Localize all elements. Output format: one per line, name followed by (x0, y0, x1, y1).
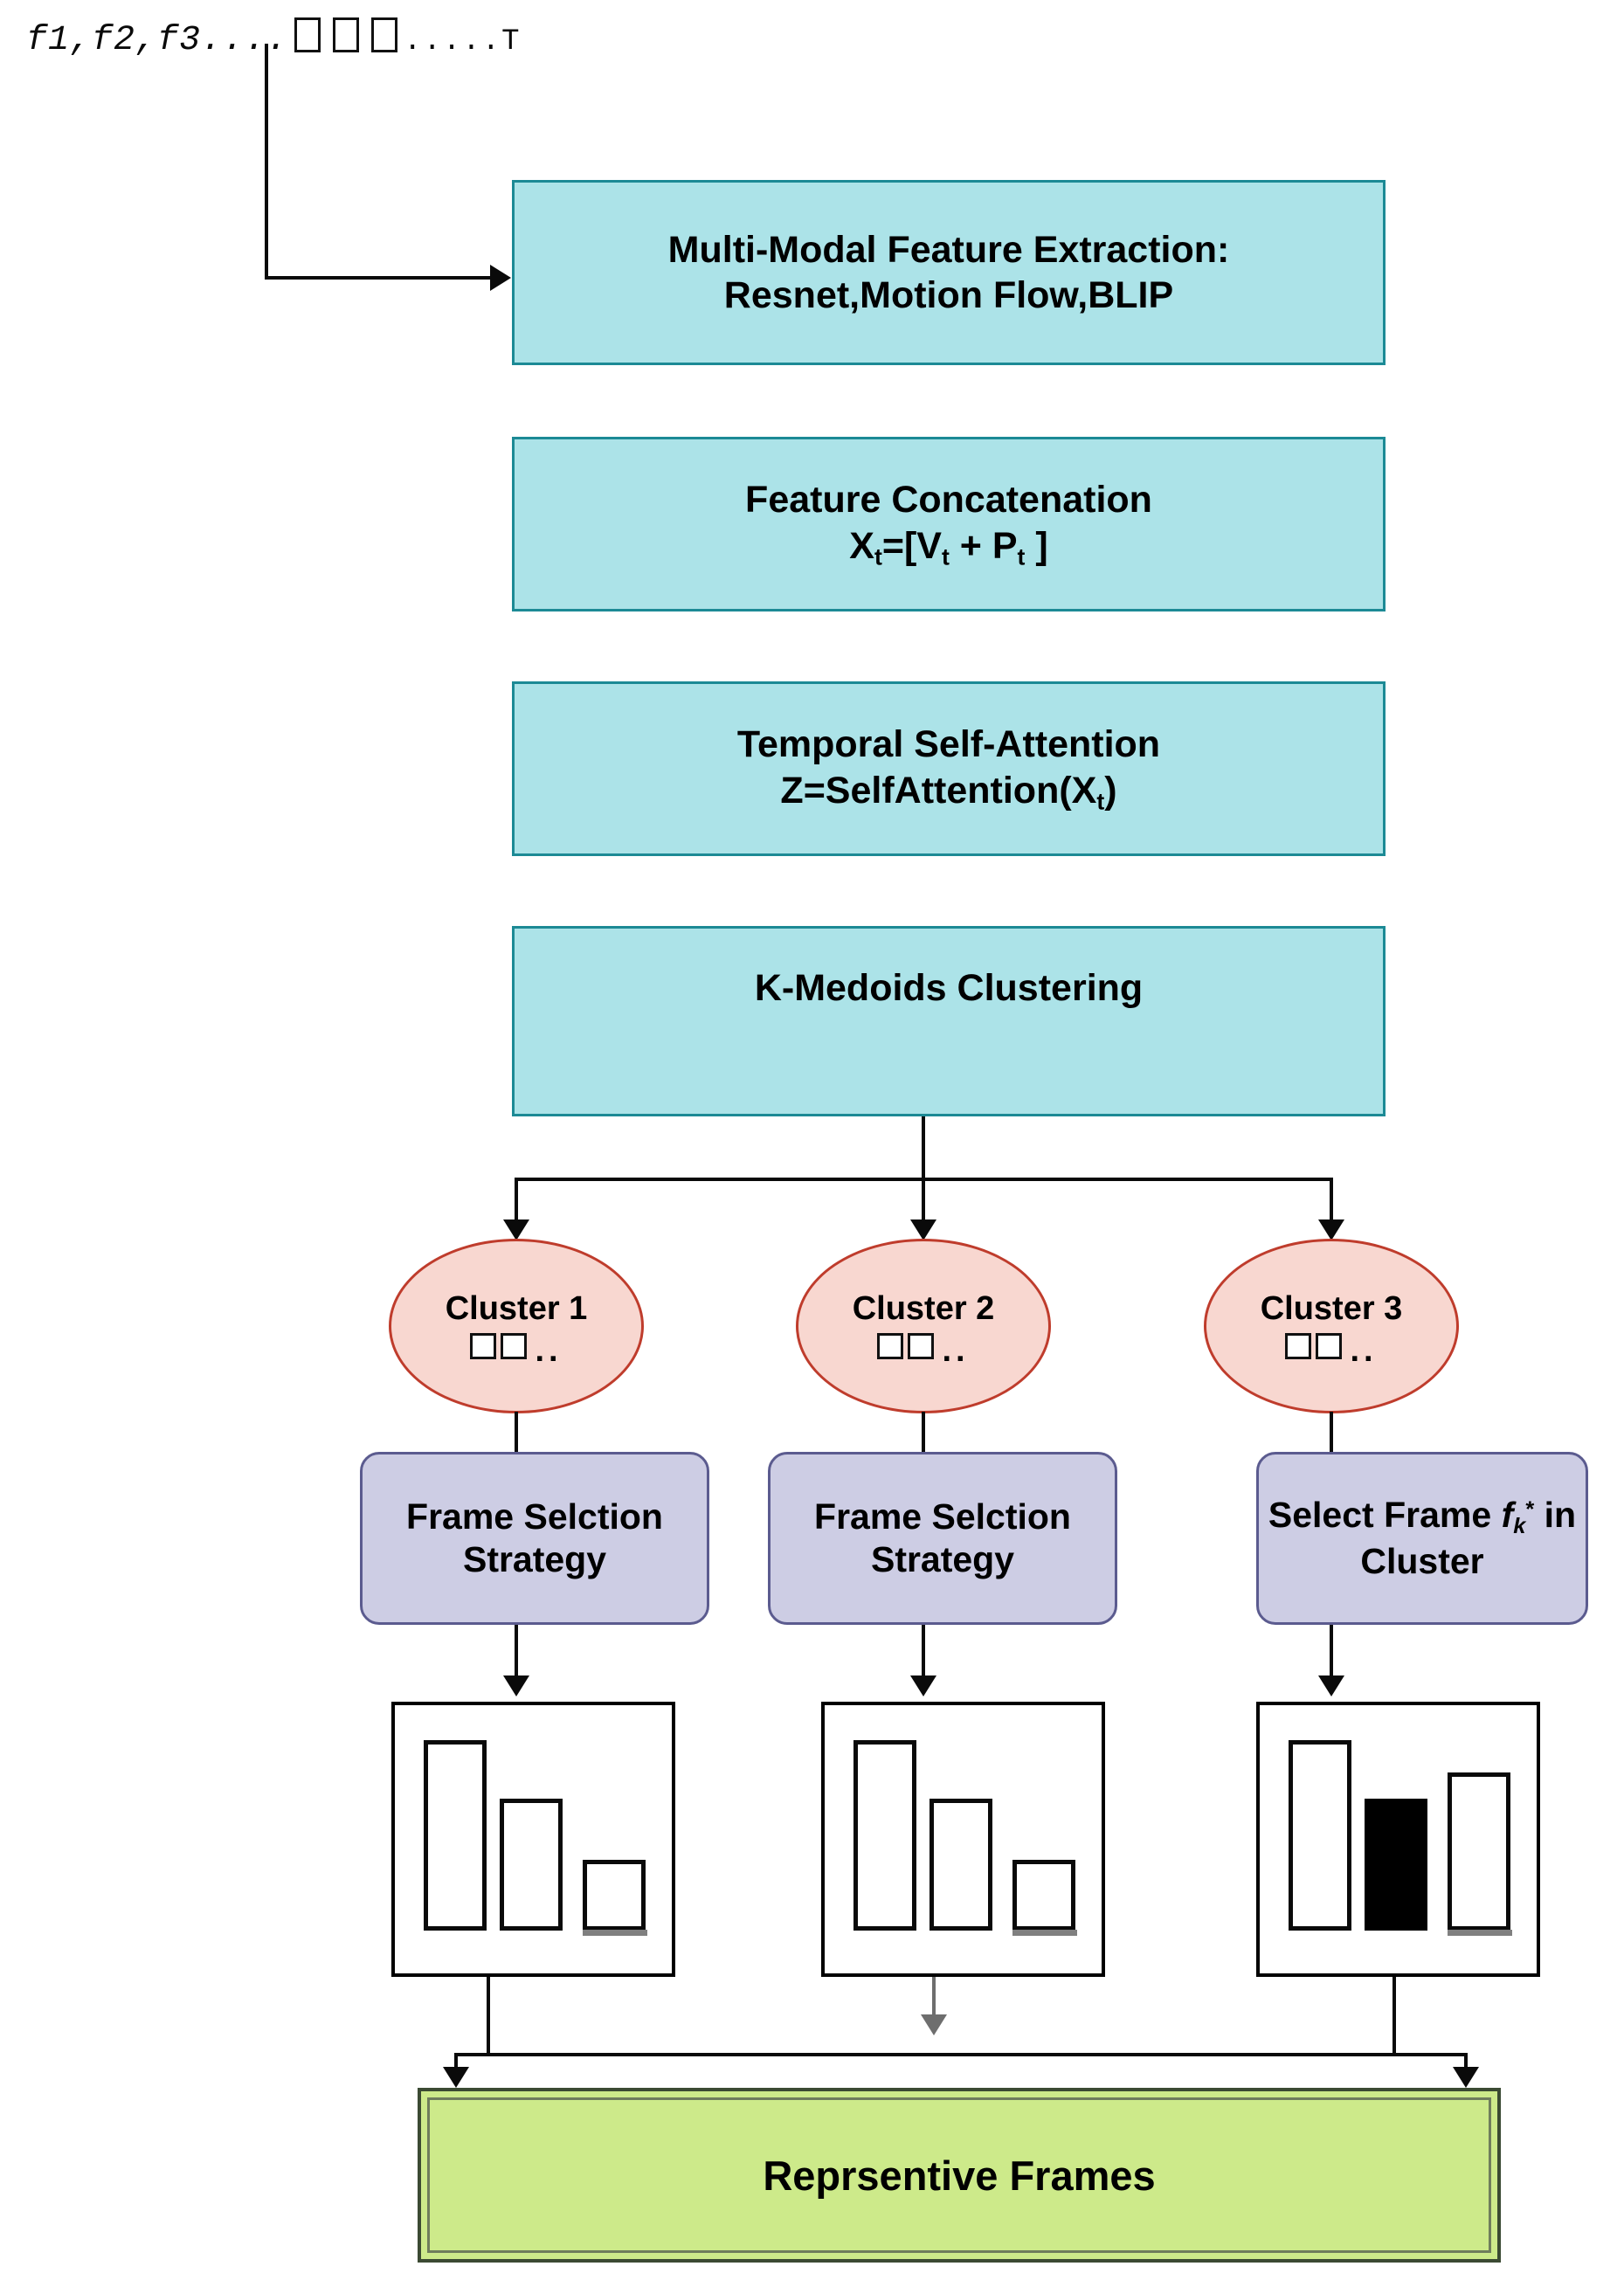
merge-left-arrowhead (443, 2067, 469, 2088)
frame-bar (853, 1740, 916, 1931)
feature-concat-title: Feature Concatenation (745, 479, 1152, 522)
connector-cluster2-strategy2 (922, 1412, 925, 1452)
feature-concat-formula: Xt=[Vt + Pt ] (849, 524, 1048, 570)
branch-drop-left (515, 1178, 518, 1223)
frame-bar (1289, 1740, 1351, 1931)
connector-input-vertical (265, 44, 268, 280)
strategy-1-line2: Strategy (462, 1539, 607, 1579)
frame-bar (500, 1799, 563, 1931)
box-frame-selection-strategy-1[interactable]: Frame Selction Strategy (360, 1452, 709, 1625)
merge-drop-left (487, 1977, 490, 2055)
frame-panel-3[interactable] (1256, 1702, 1540, 1977)
cluster-3-frames: .. (1285, 1330, 1378, 1370)
branch-drop-right (1330, 1178, 1333, 1223)
frame-bar (1448, 1772, 1510, 1931)
cluster-1-label: Cluster 1 (445, 1289, 588, 1327)
frame-sequence-prefix: f1,f2,f3.... (26, 21, 289, 60)
box-feature-concatenation[interactable]: Feature Concatenation Xt=[Vt + Pt ] (512, 437, 1386, 611)
connector-input-horizontal (265, 276, 501, 280)
feature-extraction-line1: Multi-Modal Feature Extraction: (667, 228, 1230, 271)
box-select-frame-in-cluster[interactable]: Select Frame fk* in Cluster (1256, 1452, 1588, 1625)
frame-glyph-icon (877, 1332, 904, 1359)
frame-bar-shadow (583, 1930, 647, 1936)
representative-frames-inner: Reprsentive Frames (427, 2097, 1491, 2253)
frame-panel-1[interactable] (391, 1702, 675, 1977)
frame-glyph-icon (501, 1332, 528, 1359)
frame-bar (929, 1799, 992, 1931)
merge-center-line (932, 1977, 936, 2021)
frame-bar-selected (1365, 1799, 1427, 1931)
frame-bar (1012, 1860, 1075, 1931)
strategy-3-line3: in Cluster (1360, 1495, 1577, 1581)
cluster-1-frames: .. (470, 1330, 563, 1370)
strategy-2-line2: Strategy (870, 1539, 1015, 1579)
merge-drop-right (1392, 1977, 1396, 2055)
connector-strategy1-panel1 (515, 1625, 518, 1686)
cluster-node-3[interactable]: Cluster 3 .. (1204, 1239, 1459, 1413)
cluster-node-2[interactable]: Cluster 2 .. (796, 1239, 1051, 1413)
self-attention-title: Temporal Self-Attention (736, 723, 1161, 766)
box-representative-frames[interactable]: Reprsentive Frames (418, 2088, 1501, 2263)
frame-glyph-icon (294, 17, 321, 52)
input-frame-sequence: f1,f2,f3.... .....T (26, 14, 521, 60)
cluster-1-dots: .. (535, 1332, 563, 1370)
frame-glyph-icon (371, 17, 398, 52)
branch-arrow-cluster-1 (503, 1219, 529, 1240)
branch-arrow-cluster-2 (910, 1219, 936, 1240)
merge-center-arrowhead (921, 2014, 947, 2035)
self-attention-formula: Z=SelfAttention(Xt) (780, 769, 1117, 815)
frame-glyph-icon (470, 1332, 497, 1359)
frame-glyph-icon (908, 1332, 935, 1359)
connector-strategy2-panel2 (922, 1625, 925, 1686)
frame-glyph-icon (1316, 1332, 1343, 1359)
connector-input-arrowhead (490, 265, 511, 291)
arrow-strategy1-panel1 (503, 1675, 529, 1696)
box-temporal-self-attention[interactable]: Temporal Self-Attention Z=SelfAttention(… (512, 681, 1386, 856)
connector-cluster1-strategy1 (515, 1412, 518, 1452)
branch-bar (515, 1178, 1333, 1181)
cluster-2-label: Cluster 2 (852, 1289, 995, 1327)
k-medoids-title: K-Medoids Clustering (754, 966, 1144, 1009)
merge-right-arrowhead (1453, 2067, 1479, 2088)
strategy-3-line2: Frame fk* (1384, 1495, 1535, 1539)
cluster-2-frames: .. (877, 1330, 970, 1370)
cluster-3-dots: .. (1350, 1332, 1378, 1370)
frame-sequence-suffix: .....T (404, 25, 522, 59)
frame-bar (583, 1860, 646, 1931)
arrow-strategy3-panel3 (1318, 1675, 1344, 1696)
frame-bar-shadow (1012, 1930, 1077, 1936)
box-frame-selection-strategy-2[interactable]: Frame Selction Strategy (768, 1452, 1117, 1625)
box-feature-extraction[interactable]: Multi-Modal Feature Extraction: Resnet,M… (512, 180, 1386, 365)
box-k-medoids-clustering[interactable]: K-Medoids Clustering (512, 926, 1386, 1116)
frame-glyph-icon (333, 17, 360, 52)
cluster-node-1[interactable]: Cluster 1 .. (389, 1239, 644, 1413)
strategy-3-line1: Select (1268, 1495, 1374, 1536)
connector-cluster3-strategy3 (1330, 1412, 1333, 1452)
merge-bar (454, 2053, 1468, 2056)
branch-stem (922, 1116, 925, 1226)
strategy-2-line1: Frame Selction (814, 1496, 1071, 1537)
branch-arrow-cluster-3 (1318, 1219, 1344, 1240)
frame-bar-shadow (1448, 1930, 1512, 1936)
connector-strategy3-panel3 (1330, 1625, 1333, 1686)
cluster-3-label: Cluster 3 (1260, 1289, 1403, 1327)
representative-frames-label: Reprsentive Frames (763, 2152, 1156, 2199)
strategy-1-line1: Frame Selction (406, 1496, 663, 1537)
arrow-strategy2-panel2 (910, 1675, 936, 1696)
frame-glyph-icon (1285, 1332, 1312, 1359)
cluster-2-dots: .. (942, 1332, 970, 1370)
frame-bar (424, 1740, 487, 1931)
frame-panel-2[interactable] (821, 1702, 1105, 1977)
feature-extraction-line2: Resnet,Motion Flow,BLIP (723, 274, 1174, 316)
